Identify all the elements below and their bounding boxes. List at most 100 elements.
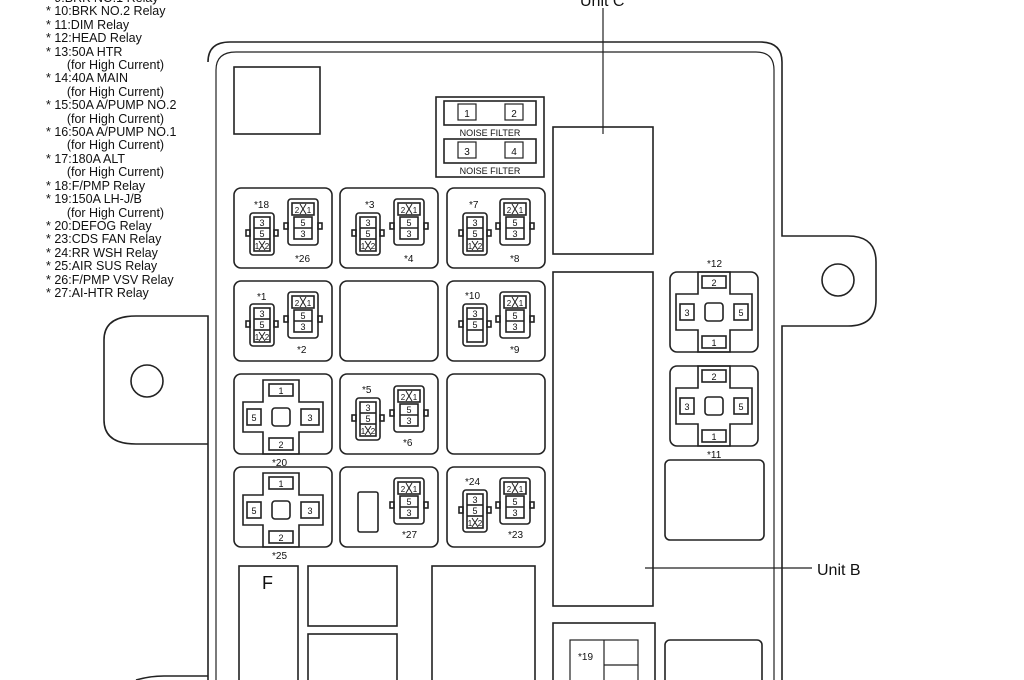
pin-number: 5 (300, 218, 305, 228)
pin-number: 2 (507, 485, 512, 494)
pin-number: 2 (401, 393, 406, 402)
unit-b-box (552, 271, 654, 607)
nf-pin-4: 4 (511, 147, 517, 158)
nf-pin-2: 2 (511, 109, 517, 120)
ref-26: *26 (295, 254, 310, 265)
pin-number: 5 (251, 413, 256, 423)
ref-3: *3 (365, 200, 375, 211)
pin-number: 3 (406, 508, 411, 518)
housing-outline (103, 41, 877, 680)
pin-number: 5 (406, 405, 411, 415)
legend-line: * 16:50A A/PUMP NO.1 (46, 125, 177, 140)
pin-number: 3 (512, 322, 517, 332)
pin-number: 2 (371, 427, 376, 436)
mount-hole-right (821, 263, 855, 297)
pin-number: 3 (307, 506, 312, 516)
pin-number: 1 (519, 485, 524, 494)
pin-number: 3 (684, 402, 689, 412)
legend-line: * 27:AI-HTR Relay (46, 285, 149, 300)
pin-number: 5 (251, 506, 256, 516)
f-box (238, 565, 299, 680)
pin-number: 2 (478, 519, 483, 528)
ref-1: *1 (257, 292, 267, 303)
noise-filter-label-2: NOISE FILTER (460, 166, 521, 176)
legend-line: * 24:RR WSH Relay (46, 245, 158, 260)
mount-hole-left (130, 364, 164, 398)
pin-number: 2 (295, 299, 300, 308)
pin-number: 5 (259, 229, 264, 239)
pin-number: 2 (507, 299, 512, 308)
relay-cell-7-8 (446, 187, 546, 269)
relay-cell-3-4 (339, 187, 439, 269)
legend-line: * 25:AIR SUS Relay (46, 259, 158, 274)
pin-number: 2 (278, 533, 283, 543)
legend-line: * 9:BRK NO.1 Relay (46, 0, 176, 5)
legend-line: * 14:40A MAIN (46, 71, 128, 86)
empty-relay-slot-2 (446, 373, 546, 455)
legend-line: (for High Current) (46, 165, 165, 180)
pin-number: 3 (406, 229, 411, 239)
ref-25: *25 (272, 551, 287, 562)
pin-number: 1 (711, 432, 716, 442)
pin-number: 5 (472, 229, 477, 239)
legend-line: (for High Current) (46, 205, 165, 220)
pin-number: 1 (413, 206, 418, 215)
legend-line: (for High Current) (46, 84, 165, 99)
legend-line: * 11:DIM Relay (46, 17, 130, 32)
pin-number: 2 (711, 372, 716, 382)
pin-number: 1 (468, 519, 473, 528)
unit-c-label: Unit C (580, 0, 624, 10)
ref-7: *7 (469, 200, 479, 211)
ref-12: *12 (707, 259, 722, 270)
ref-24: *24 (465, 477, 480, 488)
pin-number: 1 (519, 206, 524, 215)
relay-cell-5-6 (339, 373, 439, 455)
pin-number: 1 (255, 242, 260, 251)
pin-number: 3 (365, 218, 370, 228)
pin-number: 3 (472, 309, 477, 319)
ref-23: *23 (508, 530, 523, 541)
pin-number: 1 (413, 393, 418, 402)
ref-11: *11 (707, 450, 722, 461)
legend-line: * 12:HEAD Relay (46, 31, 142, 46)
legend-line: * 10:BRK NO.2 Relay (46, 4, 166, 19)
bottom-box-b (307, 633, 398, 680)
pin-number: 2 (265, 333, 270, 342)
pin-number: 5 (738, 308, 743, 318)
legend-line: * 17:180A ALT (46, 151, 125, 166)
right-small-box (664, 459, 765, 541)
pin-number: 2 (507, 206, 512, 215)
ref-8: *8 (510, 254, 520, 265)
bottom-box-c (431, 565, 536, 680)
pin-number: 1 (519, 299, 524, 308)
pin-number: 3 (684, 308, 689, 318)
legend-line: (for High Current) (46, 58, 165, 73)
pin-number: 5 (406, 218, 411, 228)
pin-number: 5 (512, 497, 517, 507)
pin-number: 3 (512, 508, 517, 518)
pin-number: 2 (478, 242, 483, 251)
unit-b-label: Unit B (817, 562, 861, 579)
fuse-19-box (552, 622, 656, 680)
pin-number: 3 (472, 218, 477, 228)
pin-number: 3 (365, 403, 370, 413)
nf-pin-1: 1 (464, 109, 470, 120)
pin-number: 5 (300, 311, 305, 321)
relay-cell-27 (339, 466, 439, 548)
small-fuse-socket (357, 491, 379, 533)
bottom-box-a (307, 565, 398, 627)
pin-number: 3 (406, 416, 411, 426)
relay-cell-24-23 (446, 466, 546, 548)
pin-number: 3 (307, 413, 312, 423)
pin-number: 5 (259, 320, 264, 330)
relay-cell-18-26 (233, 187, 333, 269)
